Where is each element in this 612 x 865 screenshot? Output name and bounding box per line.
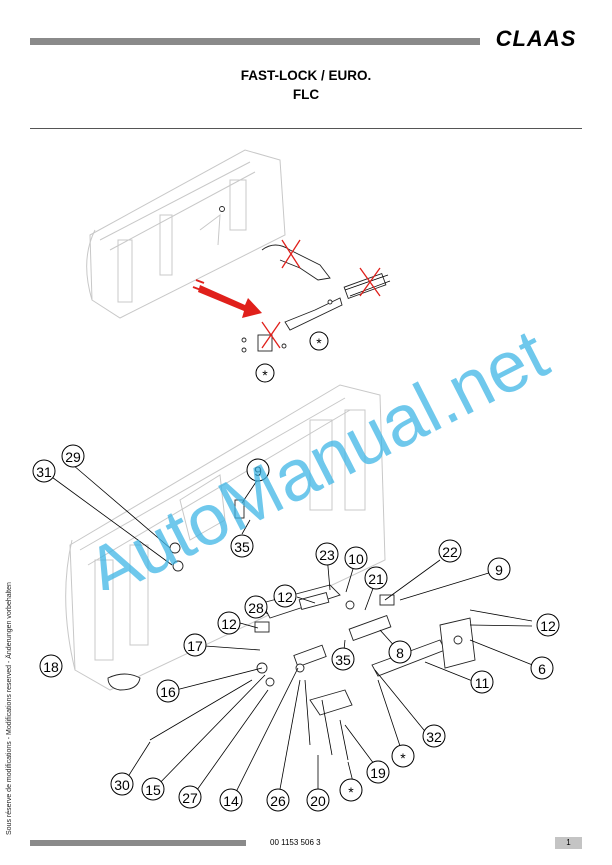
svg-text:26: 26 (270, 793, 286, 809)
asterisk-callout-lower-1: * (391, 744, 415, 768)
svg-text:20: 20 (310, 793, 326, 809)
header-bar (30, 38, 480, 45)
callout-31: 31 (32, 459, 56, 483)
svg-text:12: 12 (540, 618, 556, 634)
callout-12-upper: 12 (273, 584, 297, 608)
svg-text:8: 8 (396, 645, 404, 661)
svg-text:29: 29 (65, 449, 81, 465)
removed-parts-crosses (261, 239, 381, 349)
exploded-parts-diagram: * * (32, 149, 560, 812)
callout-12-left: 12 (217, 611, 241, 635)
svg-text:30: 30 (114, 777, 130, 793)
svg-text:27: 27 (182, 790, 198, 806)
svg-text:*: * (348, 784, 354, 800)
svg-text:12: 12 (221, 616, 237, 632)
callout-20: 20 (306, 788, 330, 812)
svg-text:6: 6 (538, 661, 546, 677)
svg-text:10: 10 (348, 551, 364, 567)
callout-16: 16 (156, 679, 180, 703)
callout-28: 28 (244, 595, 268, 619)
svg-text:32: 32 (426, 729, 442, 745)
page-title: FAST-LOCK / EURO. (240, 68, 372, 83)
svg-text:22: 22 (442, 544, 458, 560)
svg-text:17: 17 (187, 638, 203, 654)
svg-text:*: * (316, 335, 322, 351)
callout-19: 19 (366, 760, 390, 784)
svg-text:14: 14 (223, 793, 239, 809)
svg-text:16: 16 (160, 684, 176, 700)
page-number: 1 (555, 837, 582, 849)
callout-8: 8 (388, 640, 412, 664)
side-note: Sous réserve de modifications - Modifica… (6, 582, 13, 835)
callout-17: 17 (183, 633, 207, 657)
callout-30: 30 (110, 772, 134, 796)
svg-text:18: 18 (43, 659, 59, 675)
svg-text:*: * (400, 750, 406, 766)
svg-text:11: 11 (475, 675, 490, 691)
svg-text:35: 35 (335, 652, 351, 668)
upper-frame-drawing (86, 149, 391, 353)
callout-15: 15 (141, 777, 165, 801)
document-number: 00 1153 506 3 (270, 838, 321, 847)
svg-text:31: 31 (36, 464, 52, 480)
red-direction-arrow (192, 279, 262, 318)
svg-text:23: 23 (319, 547, 335, 563)
callout-9-upper: 9 (246, 458, 270, 482)
svg-text:12: 12 (277, 589, 293, 605)
callout-12-right: 12 (536, 613, 560, 637)
callout-18: 18 (39, 654, 63, 678)
footer-bar (30, 840, 246, 846)
page-subtitle: FLC (292, 87, 320, 102)
callout-29: 29 (61, 444, 85, 468)
svg-text:28: 28 (248, 600, 264, 616)
svg-text:35: 35 (234, 539, 250, 555)
asterisk-callout-lower-2: * (339, 778, 363, 802)
callout-35-upper: 35 (230, 534, 254, 558)
lower-frame-drawing (65, 384, 386, 691)
callout-26: 26 (266, 788, 290, 812)
callout-11: 11 (470, 670, 494, 694)
callout-14: 14 (219, 788, 243, 812)
callout-9-lower: 21 (364, 566, 388, 590)
svg-text:*: * (262, 367, 268, 383)
callout-21: 9 (487, 557, 511, 581)
claas-logo: CLAAS (496, 27, 577, 51)
callout-27: 27 (178, 785, 202, 809)
title-divider (30, 128, 582, 129)
callout-32: 32 (422, 724, 446, 748)
callout-23: 23 (315, 542, 339, 566)
callout-35-lower: 35 (331, 647, 355, 671)
svg-text:15: 15 (145, 782, 161, 798)
svg-text:19: 19 (370, 765, 386, 781)
brand-text: CLAAS (496, 27, 577, 51)
leader-lines (44, 464, 536, 801)
callout-22: 22 (438, 539, 462, 563)
svg-text:9: 9 (495, 562, 503, 578)
callout-10: 10 (344, 546, 368, 570)
svg-text:21: 21 (368, 571, 384, 587)
callout-6: 6 (530, 656, 554, 680)
asterisk-callout-upper-1: * (309, 331, 329, 351)
svg-text:9: 9 (254, 463, 262, 479)
asterisk-callout-upper-2: * (255, 363, 275, 383)
